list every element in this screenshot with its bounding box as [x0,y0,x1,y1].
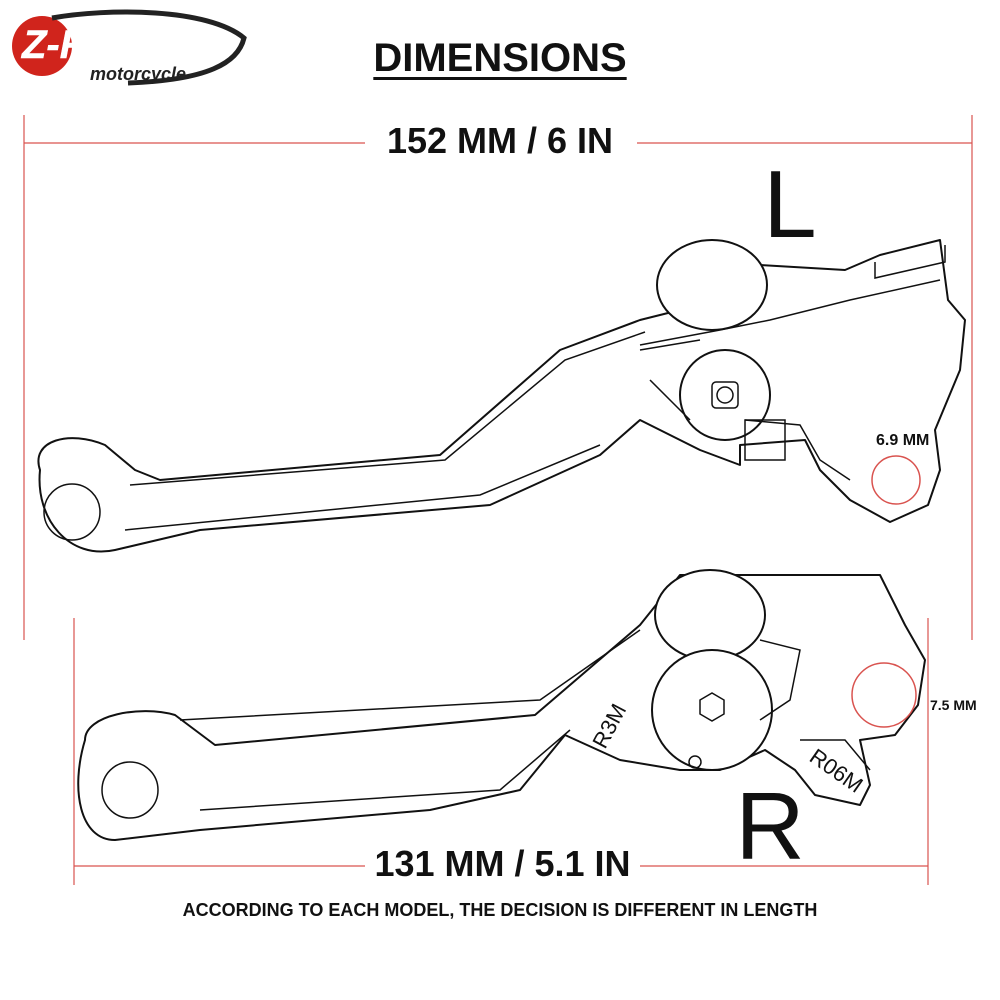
page-title: DIMENSIONS [373,36,627,80]
right-side-letter: R [735,773,805,880]
left-bolt-icon [711,381,739,409]
left-pivot-hole-circle [871,455,921,505]
top-length-label: 152 MM / 6 IN [365,120,635,162]
left-hole-label: 6.9 MM [876,432,930,449]
bottom-length-label: 131 MM / 5.1 IN [365,843,640,885]
brand-logo: Z-RIHE motorcycle [12,9,247,86]
logo-swoosh-icon [51,9,247,86]
right-pivot-hole-circle [851,662,917,728]
left-adjuster [744,419,786,461]
right-hole-label: 7.5 MM [930,697,977,713]
right-lever-tip-hole [101,761,159,819]
dimension-lines [23,115,973,885]
left-lever-tip-hole [43,483,101,541]
right-lever: R3M R06M [77,569,926,841]
right-bolt-icon [699,692,725,722]
logo-brand-text: Z-RIHE [21,23,157,67]
logo-tagline: motorcycle [90,64,186,84]
left-side-letter: L [763,151,817,258]
logo-disc-icon [12,16,72,76]
footer-note: ACCORDING TO EACH MODEL, THE DECISION IS… [182,900,818,920]
left-lever [37,239,966,553]
